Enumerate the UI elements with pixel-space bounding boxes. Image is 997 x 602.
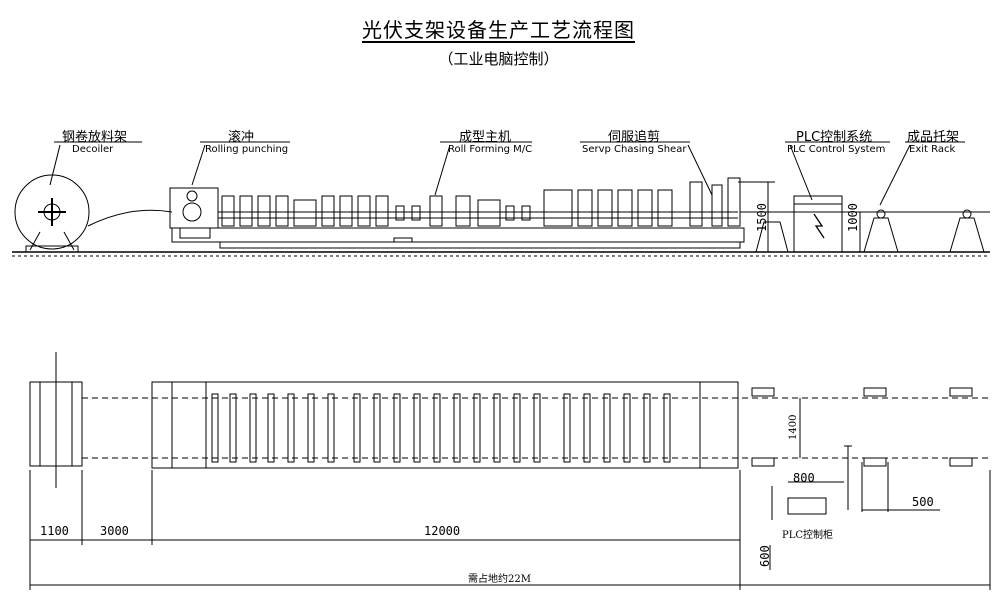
dim-rack-gap: 500: [912, 495, 934, 509]
station-plc-cn: PLC控制系统: [796, 130, 873, 145]
dim-seg-12000: 12000: [424, 524, 461, 538]
dim-total-length: 需占地约22M: [468, 574, 531, 585]
plan-roll-stand: [563, 393, 571, 463]
plan-roll-stand: [413, 393, 421, 463]
plan-roll-stand: [643, 393, 651, 463]
plan-roll-stand: [623, 393, 631, 463]
station-plc-en: PLC Control System: [787, 144, 886, 155]
plan-roll-stand: [211, 393, 219, 463]
plan-roll-stand: [533, 393, 541, 463]
station-shear-cn: 伺服追剪: [608, 130, 661, 145]
plan-roll-stand: [583, 393, 591, 463]
plc-cabinet-label: PLC控制柜: [782, 530, 834, 541]
station-exit-en: Exit Rack: [909, 144, 956, 155]
plan-roll-stand: [287, 393, 295, 463]
plan-roll-stand: [603, 393, 611, 463]
station-decoiler-cn: 钢卷放料架: [62, 130, 128, 145]
plan-roll-stand: [663, 393, 671, 463]
plan-roll-stand: [493, 393, 501, 463]
dim-seg-1100: 1100: [40, 524, 69, 538]
plan-roll-stand: [327, 393, 335, 463]
plan-roll-stand: [249, 393, 257, 463]
page-subtitle: （工业电脑控制）: [438, 50, 559, 68]
plan-roll-stand: [473, 393, 481, 463]
station-forming-cn: 成型主机: [459, 130, 512, 145]
plan-roll-stand: [229, 393, 237, 463]
plan-roll-stand: [453, 393, 461, 463]
station-forming-en: Roll Forming M/C: [448, 144, 533, 155]
plan-roll-stand: [353, 393, 361, 463]
plan-roll-stand: [307, 393, 315, 463]
plan-roll-stand: [433, 393, 441, 463]
page-title: 光伏支架设备生产工艺流程图: [362, 18, 635, 42]
station-exit-cn: 成品托架: [907, 130, 960, 145]
plan-roll-stand: [393, 393, 401, 463]
station-shear-en: Servp Chasing Shear: [582, 144, 687, 155]
station-decoiler-en: Decoiler: [72, 144, 114, 155]
plan-roll-stand: [373, 393, 381, 463]
plan-roll-stand: [267, 393, 275, 463]
plan-roll-stand: [513, 393, 521, 463]
dim-seg-3000: 3000: [100, 524, 129, 538]
station-punching-en: Rolling punching: [205, 144, 289, 155]
station-punching-cn: 滚冲: [228, 130, 255, 145]
